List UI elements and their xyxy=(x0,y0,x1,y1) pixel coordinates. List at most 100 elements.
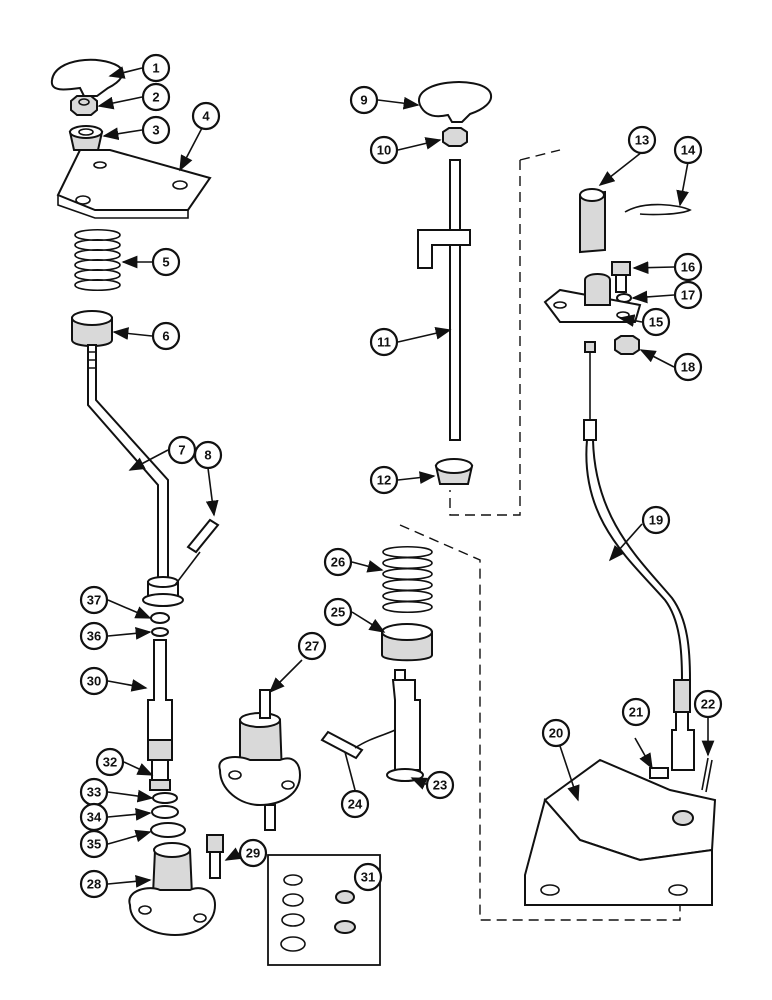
svg-text:27: 27 xyxy=(305,639,319,654)
callout-27: 27 xyxy=(297,631,327,661)
callout-14: 14 xyxy=(673,135,703,165)
callout-13: 13 xyxy=(627,125,657,155)
svg-text:12: 12 xyxy=(377,473,391,488)
svg-text:8: 8 xyxy=(204,448,211,463)
part-8-pin xyxy=(186,518,220,554)
callout-37: 37 xyxy=(79,585,109,615)
part-36-ring xyxy=(151,627,169,637)
svg-text:4: 4 xyxy=(202,109,210,124)
svg-text:24: 24 xyxy=(348,797,363,812)
callout-12: 12 xyxy=(369,465,399,495)
svg-text:34: 34 xyxy=(87,810,102,825)
svg-text:32: 32 xyxy=(103,755,117,770)
part-30-shaft xyxy=(147,639,173,791)
svg-text:35: 35 xyxy=(87,837,101,852)
callout-5: 5 xyxy=(151,247,181,277)
callout-28: 28 xyxy=(79,869,109,899)
assembly-dashed-lines xyxy=(399,149,681,921)
callout-19: 19 xyxy=(641,505,671,535)
callout-11: 11 xyxy=(369,327,399,357)
part-24-pin xyxy=(320,730,364,760)
callout-15: 15 xyxy=(641,307,671,337)
part-27-housing xyxy=(218,689,302,831)
callout-18: 18 xyxy=(673,352,703,382)
svg-text:16: 16 xyxy=(681,260,695,275)
part-25-sleeve xyxy=(381,623,433,662)
callout-36: 36 xyxy=(79,621,109,651)
svg-text:13: 13 xyxy=(635,133,649,148)
part-15-mount-plate xyxy=(543,273,642,323)
svg-text:22: 22 xyxy=(701,697,715,712)
callout-16: 16 xyxy=(673,252,703,282)
callout-31: 31 xyxy=(353,862,383,892)
svg-text:25: 25 xyxy=(331,605,345,620)
part-3-bushing xyxy=(68,125,104,151)
callout-30: 30 xyxy=(79,666,109,696)
part-23-plunger xyxy=(386,669,424,782)
svg-text:6: 6 xyxy=(162,329,169,344)
callout-10: 10 xyxy=(369,135,399,165)
part-20-bracket xyxy=(524,758,717,906)
svg-text:15: 15 xyxy=(649,315,663,330)
callout-32: 32 xyxy=(95,747,125,777)
svg-text:31: 31 xyxy=(361,870,375,885)
callout-34: 34 xyxy=(79,802,109,832)
part-9-knob xyxy=(418,81,493,123)
svg-text:2: 2 xyxy=(152,90,159,105)
callout-25: 25 xyxy=(323,597,353,627)
callout-1: 1 xyxy=(141,53,171,83)
callout-21: 21 xyxy=(621,697,651,727)
leader-lines xyxy=(97,66,715,888)
svg-text:19: 19 xyxy=(649,513,663,528)
part-14-clip xyxy=(624,203,692,216)
svg-text:26: 26 xyxy=(331,555,345,570)
svg-text:37: 37 xyxy=(87,593,101,608)
part-37-ring xyxy=(150,612,170,624)
part-5-spring xyxy=(74,228,121,292)
part-18-nut xyxy=(614,335,640,355)
svg-text:28: 28 xyxy=(87,877,101,892)
svg-text:14: 14 xyxy=(681,143,696,158)
part-10-nut xyxy=(442,127,468,147)
part-6-sleeve xyxy=(71,310,113,347)
callout-33: 33 xyxy=(79,777,109,807)
part-16-bolt xyxy=(611,261,631,293)
svg-text:23: 23 xyxy=(433,778,447,793)
callout-9: 9 xyxy=(349,85,379,115)
callout-6: 6 xyxy=(151,321,181,351)
callout-35: 35 xyxy=(79,829,109,859)
svg-text:3: 3 xyxy=(152,123,159,138)
svg-text:36: 36 xyxy=(87,629,101,644)
callout-24: 24 xyxy=(340,789,370,819)
svg-text:17: 17 xyxy=(681,288,695,303)
callout-17: 17 xyxy=(673,280,703,310)
part-12-bushing xyxy=(434,458,474,485)
part-2-nut xyxy=(70,95,98,116)
callout-29: 29 xyxy=(238,838,268,868)
callout-26: 26 xyxy=(323,547,353,577)
svg-text:18: 18 xyxy=(681,360,695,375)
svg-text:9: 9 xyxy=(360,93,367,108)
callout-4: 4 xyxy=(191,101,221,131)
part-22-cotter-pin xyxy=(701,757,713,793)
part-13-clevis xyxy=(579,188,606,254)
part-26-spring xyxy=(382,545,433,614)
callout-22: 22 xyxy=(693,689,723,719)
part-4-bracket xyxy=(56,149,212,219)
svg-text:11: 11 xyxy=(377,335,391,350)
svg-text:20: 20 xyxy=(549,726,563,741)
svg-text:10: 10 xyxy=(377,143,391,158)
callout-2: 2 xyxy=(141,82,171,112)
svg-text:33: 33 xyxy=(87,785,101,800)
part-21-pin xyxy=(649,767,669,779)
part-11-shift-rod xyxy=(417,159,471,441)
svg-text:21: 21 xyxy=(629,705,643,720)
part-1-knob xyxy=(50,58,124,97)
part-7-shift-lever xyxy=(87,344,184,607)
part-31-seal-kit-box xyxy=(267,854,381,966)
svg-text:7: 7 xyxy=(178,443,185,458)
part-29-bolt xyxy=(206,834,224,879)
callout-7: 7 xyxy=(167,435,197,465)
svg-text:1: 1 xyxy=(152,61,159,76)
